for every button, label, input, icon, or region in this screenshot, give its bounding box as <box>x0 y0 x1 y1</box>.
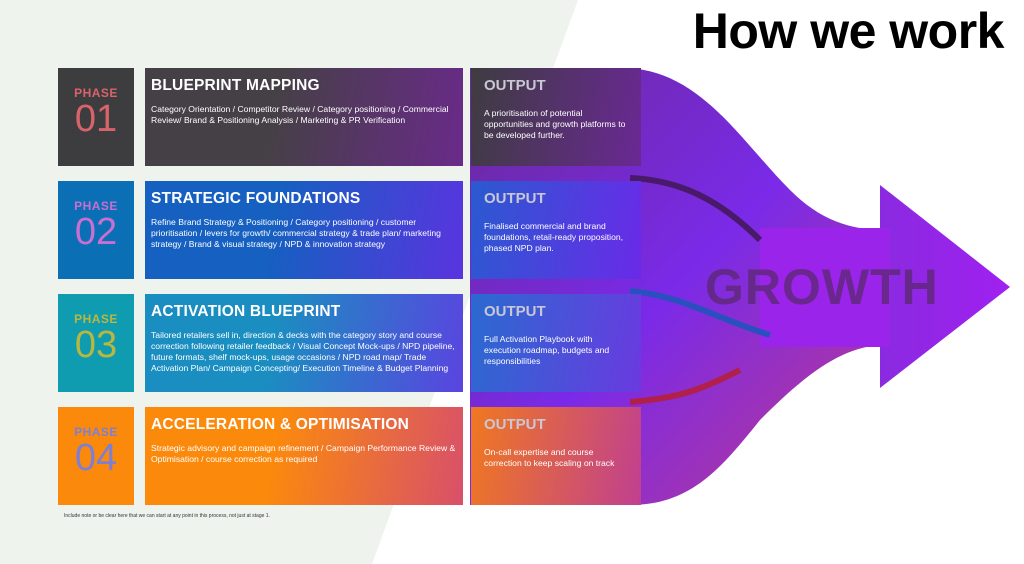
phase-content: BLUEPRINT MAPPING Category Orientation /… <box>145 68 463 166</box>
phase-number: 03 <box>74 324 118 366</box>
phase-title: ACCELERATION & OPTIMISATION <box>151 416 409 433</box>
output-title: OUTPUT <box>484 190 546 207</box>
output-title: OUTPUT <box>484 303 546 320</box>
phase-title: ACTIVATION BLUEPRINT <box>151 303 341 320</box>
phase-output: OUTPUT On-call expertise and course corr… <box>471 407 641 505</box>
phase-output: OUTPUT A prioritisation of potential opp… <box>471 68 641 166</box>
phase-label: PHASE <box>74 199 118 213</box>
phase-number: 01 <box>74 98 118 140</box>
arrow-stream <box>470 68 885 505</box>
phase-badge: PHASE 02 <box>58 181 134 279</box>
output-description: Full Activation Playbook with execution … <box>484 334 610 366</box>
phase-content: ACCELERATION & OPTIMISATION Strategic ad… <box>145 407 463 505</box>
phase-description: Strategic advisory and campaign refineme… <box>151 443 456 464</box>
output-title: OUTPUT <box>484 416 546 433</box>
phase-description: Category Orientation / Competitor Review… <box>151 104 449 125</box>
page-title: How we work <box>692 3 1005 59</box>
phase-badge: PHASE 01 <box>58 68 134 166</box>
phase-title: STRATEGIC FOUNDATIONS <box>151 190 361 207</box>
phase-content: ACTIVATION BLUEPRINT Tailored retailers … <box>145 294 463 392</box>
output-description: A prioritisation of potential opportunit… <box>484 108 626 140</box>
phase-output: OUTPUT Full Activation Playbook with exe… <box>471 294 641 392</box>
phase-label: PHASE <box>74 312 118 326</box>
phase-output: OUTPUT Finalised commercial and brand fo… <box>471 181 641 279</box>
phase-content: STRATEGIC FOUNDATIONS Refine Brand Strat… <box>145 181 463 279</box>
phase-title: BLUEPRINT MAPPING <box>151 77 320 94</box>
growth-label: GROWTH <box>705 259 939 315</box>
phase-label: PHASE <box>74 425 118 439</box>
output-description: On-call expertise and course correction … <box>484 447 615 468</box>
phase-number: 04 <box>74 437 118 479</box>
phase-description: Tailored retailers sell in, direction & … <box>151 330 455 373</box>
phase-badge: PHASE 03 <box>58 294 134 392</box>
phase-number: 02 <box>74 211 118 253</box>
phase-badge: PHASE 04 <box>58 407 134 505</box>
footnote: Include note or be clear here that we ca… <box>64 513 270 519</box>
phase-description: Refine Brand Strategy & Positioning / Ca… <box>151 217 441 249</box>
arrow-head <box>880 185 1010 388</box>
output-title: OUTPUT <box>484 77 546 94</box>
output-description: Finalised commercial and brand foundatio… <box>484 221 624 253</box>
phase-label: PHASE <box>74 86 118 100</box>
